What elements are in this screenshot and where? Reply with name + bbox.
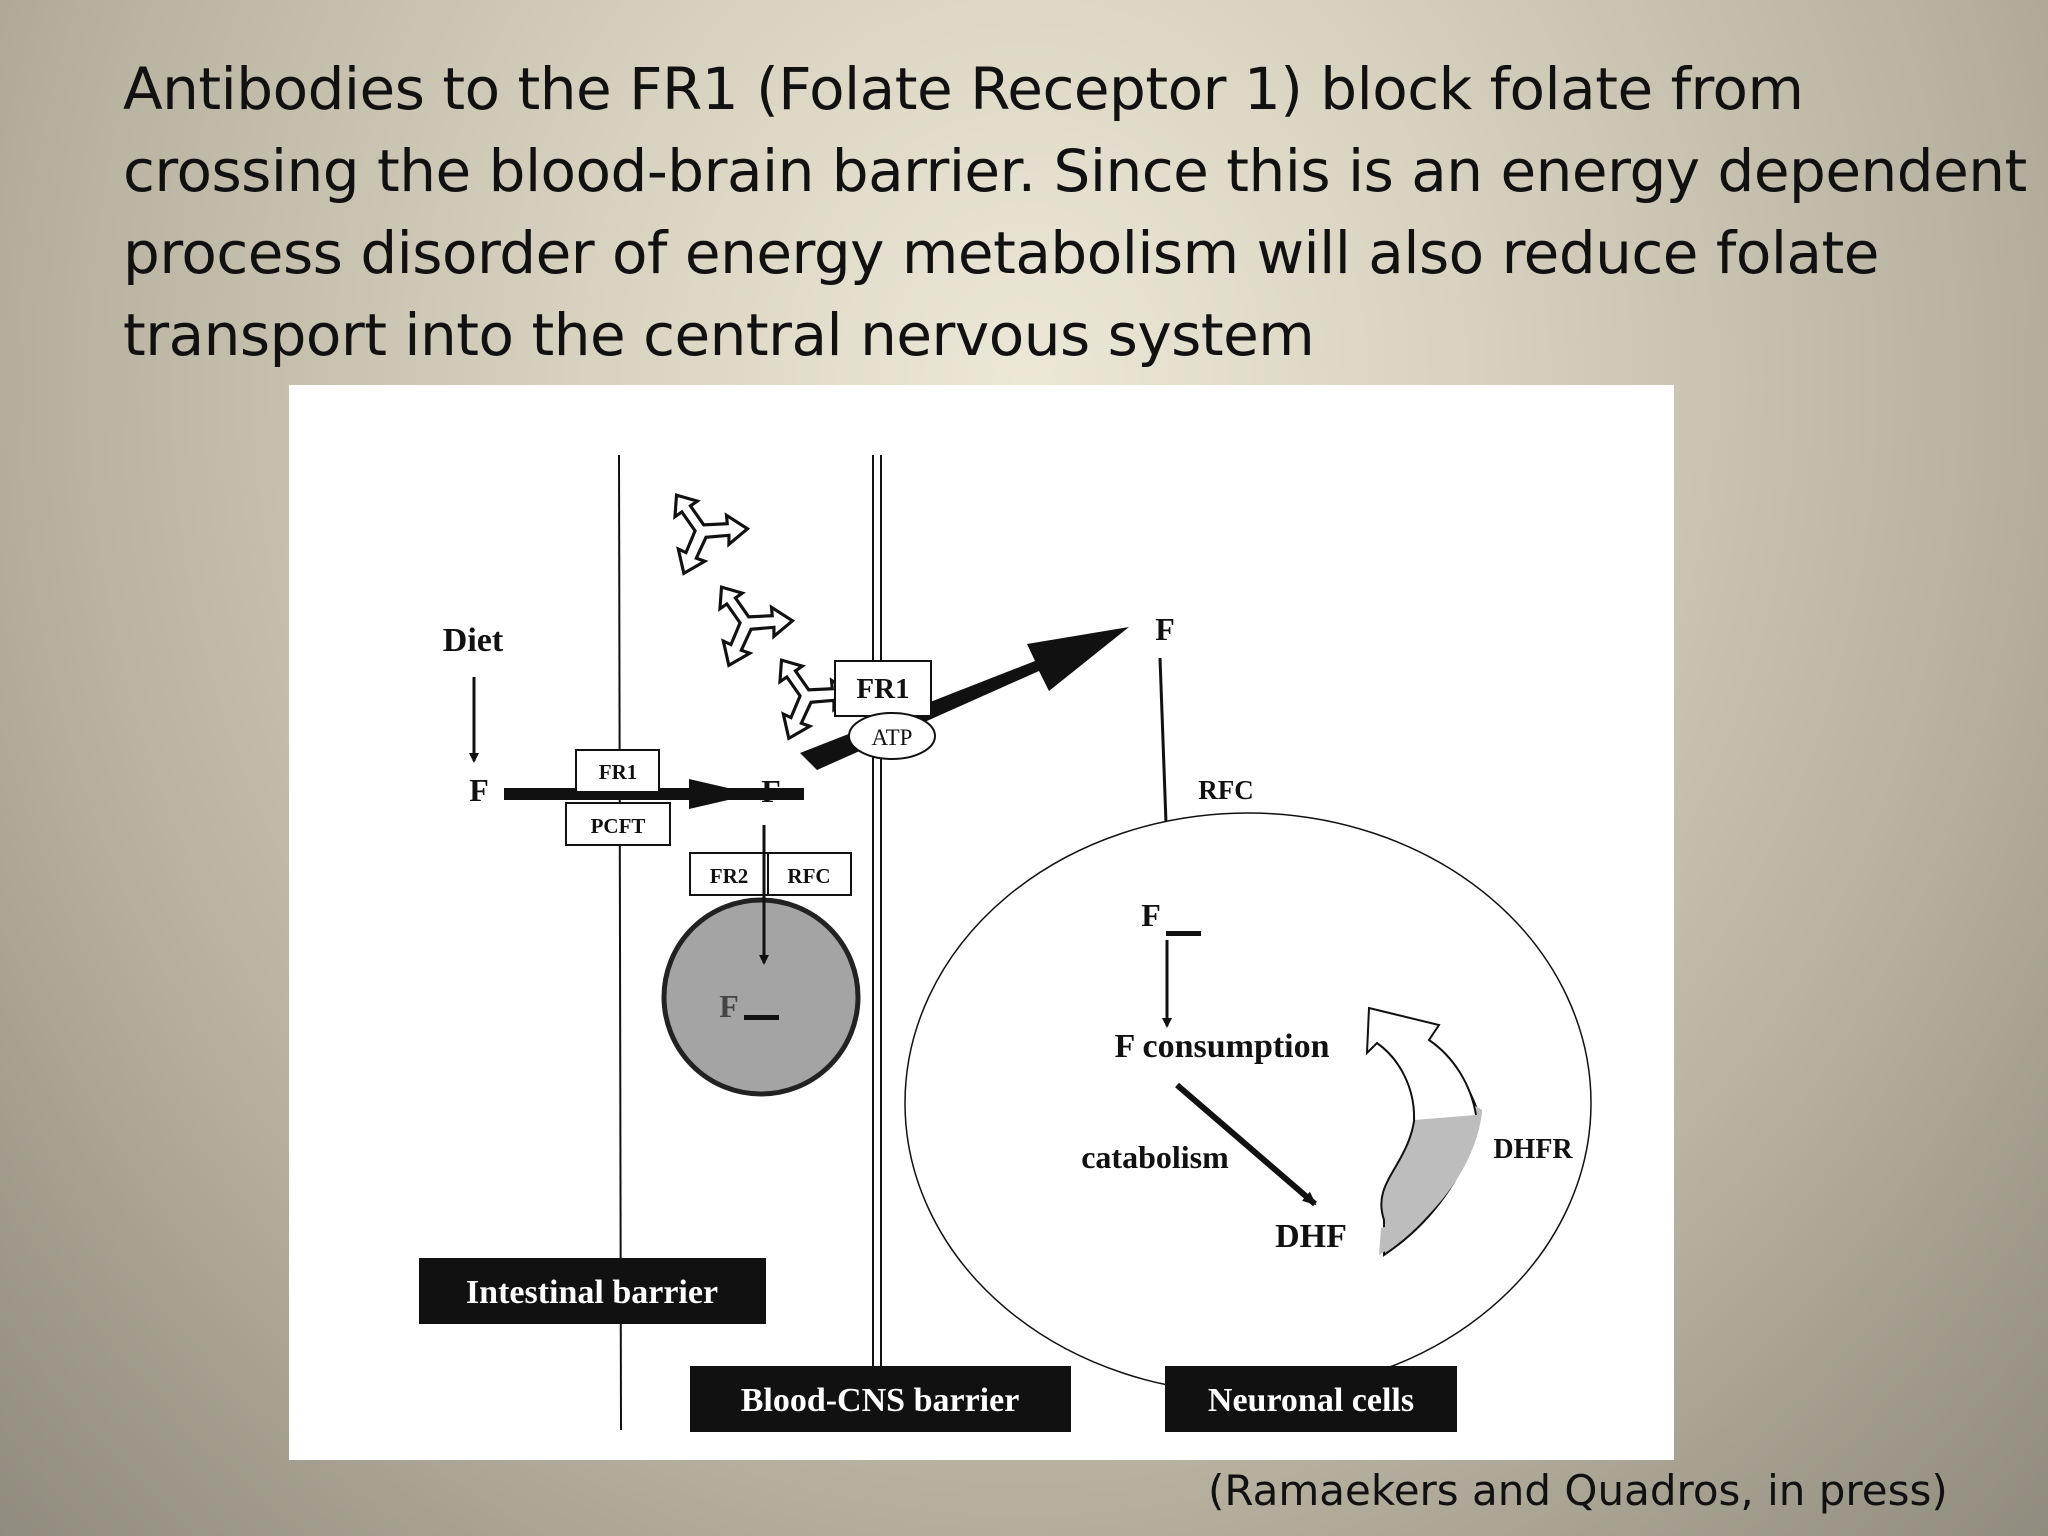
antibody-icon-1 [643,471,751,577]
rfc-small-label: RFC [787,864,830,888]
dhf-label: DHF [1275,1218,1347,1255]
atp-label: ATP [872,725,913,750]
dhfr-label: DHFR [1493,1134,1573,1165]
f-cell-bar [744,1015,779,1020]
diet-label: Diet [443,622,504,659]
f-neuron-label: F [1141,897,1161,933]
f-consumption-label: F consumption [1114,1028,1329,1065]
slide-title: Antibodies to the FR1 (Folate Receptor 1… [123,48,2027,376]
f-cell-label: F [719,988,739,1024]
title-line-4: transport into the central nervous syste… [123,301,1315,369]
fr1-small-label: FR1 [599,760,638,784]
blood-cns-barrier-label: Blood-CNS barrier [741,1382,1020,1419]
intestinal-barrier-label-box [419,1258,766,1324]
blood-cns-barrier-label-box [690,1366,1071,1432]
fr1-small-box [575,749,660,793]
rfc-small-box [767,852,852,896]
title-line-1: Antibodies to the FR1 (Folate Receptor 1… [123,55,1804,123]
diagram-canvas: Diet F FR1 PCFT F FR2 RFC F FR1 ATP [419,454,1592,1432]
intestinal-barrier-label: Intestinal barrier [466,1274,718,1311]
f-neuron-bar [1166,931,1201,936]
intestinal-transport-arrowhead [689,779,754,809]
f-left-label: F [469,772,489,808]
f-top-label: F [1155,611,1175,647]
atp-ellipse [848,712,936,760]
fr2-box [689,852,769,896]
fr1-big-label: FR1 [856,673,909,705]
pcft-box [565,802,671,846]
dhfr-arrowhead [1365,1006,1477,1121]
neuronal-cells-label: Neuronal cells [1208,1382,1414,1419]
catabolism-arrow [1175,1082,1317,1207]
citation: (Ramaekers and Quadros, in press) [1208,1466,1948,1515]
title-line-3: process disorder of energy metabolism wi… [123,219,1879,287]
pcft-label: PCFT [591,814,646,838]
title-line-2: crossing the blood-brain barrier. Since … [123,137,2027,205]
neuronal-cell-ellipse [904,812,1592,1394]
catabolism-label: catabolism [1081,1139,1229,1175]
fr2-label: FR2 [710,864,749,888]
fr1-big-box [834,660,932,717]
choroid-cell-circle [661,897,861,1097]
antibody-icon-2 [688,563,796,669]
folate-transport-diagram: Diet F FR1 PCFT F FR2 RFC F FR1 ATP [289,385,1674,1460]
rfc-right-label: RFC [1198,775,1254,805]
f-mid-label: F [761,773,781,809]
neuronal-cells-label-box [1165,1366,1457,1432]
